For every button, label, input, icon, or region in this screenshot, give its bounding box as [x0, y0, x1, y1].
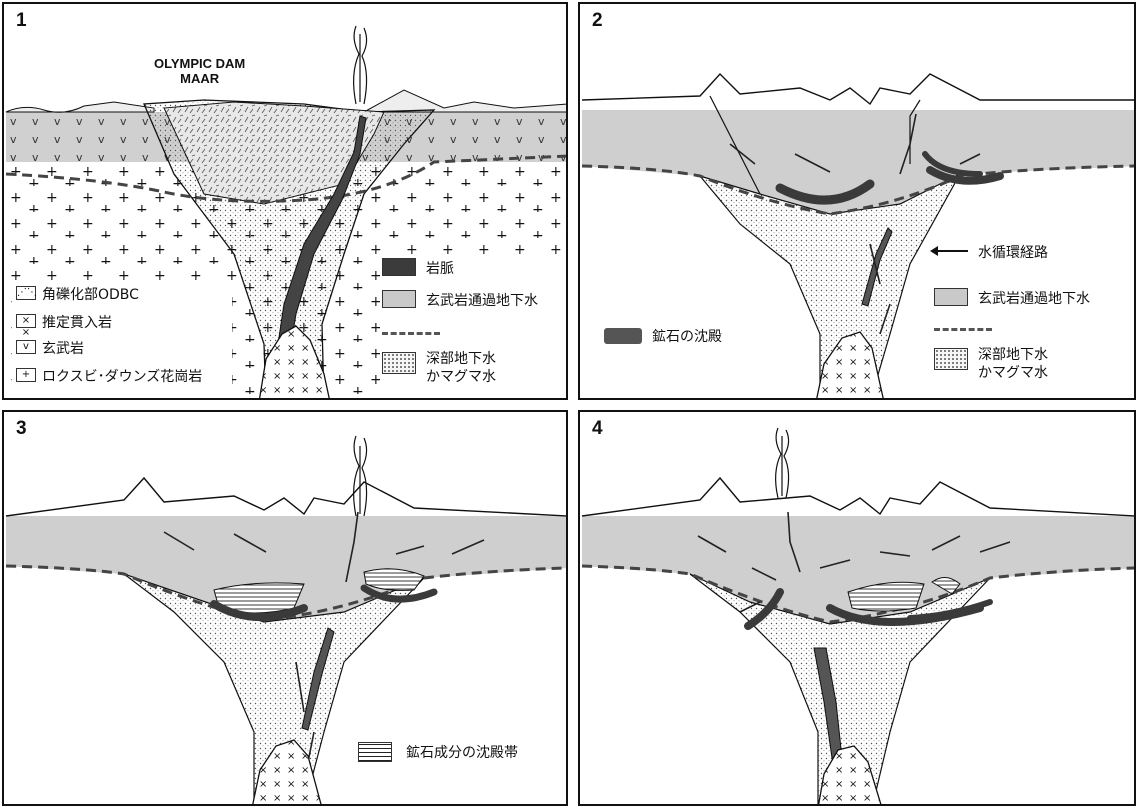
panel-number: 3 [16, 418, 27, 440]
surface-line [582, 478, 1136, 516]
arrow-swatch [930, 244, 970, 258]
ore-swatch [604, 328, 642, 344]
legend-ore-precipitation: 鉱石の沈殿 [652, 326, 722, 346]
legend-intrusion: 推定貫入岩 [42, 312, 112, 332]
dashed-swatch [382, 332, 440, 335]
eruption-plume [354, 26, 367, 104]
panel-2: × 2 水循環経路 玄武岩通過地下水 深部地下水 かマグマ水 [578, 2, 1136, 400]
dashed-swatch [934, 328, 992, 331]
panel-number: 1 [16, 10, 27, 32]
legend-basalt-groundwater: 玄武岩通過地下水 [978, 288, 1090, 308]
legend-dyke: 岩脈 [426, 258, 454, 278]
maar-title-line1: OLYMPIC DAM [154, 56, 245, 71]
basalt-swatch: v [16, 340, 36, 354]
panel-number: 4 [592, 418, 603, 440]
basalt-water-swatch [382, 290, 416, 308]
legend-breccia: 角礫化部ODBC [42, 284, 139, 304]
maar-title-line2: MAAR [154, 71, 245, 86]
breccia-swatch: ⋰⋱ [16, 286, 36, 300]
panel-1: v ++ × 1 OLYMPIC DAM MAAR ⋰⋱ 角礫化部ODBC × … [2, 2, 568, 400]
basalt-groundwater-layer [582, 110, 1136, 214]
legend-basalt-groundwater: 玄武岩通過地下水 [426, 290, 538, 310]
legend-right: 岩脈 玄武岩通過地下水 深部地下水 かマグマ水 [380, 256, 566, 396]
legend-panel2: 水循環経路 玄武岩通過地下水 深部地下水 かマグマ水 [910, 240, 1136, 390]
deep-water-swatch [934, 348, 968, 370]
surface-line [6, 102, 154, 112]
surface-line [6, 478, 568, 516]
legend-deep-water-1: 深部地下水 [426, 348, 496, 368]
legend-deep-water-1: 深部地下水 [978, 344, 1048, 364]
legend-ore-zone: 鉱石成分の沈殿帯 [406, 742, 518, 762]
dyke-swatch [382, 258, 416, 276]
legend-circulation: 水循環経路 [978, 242, 1048, 262]
panel-4-diagram: × [580, 412, 1136, 806]
legend-deep-water-2: かマグマ水 [426, 366, 496, 386]
eruption-plume [776, 428, 789, 498]
intrusion-swatch: × × [16, 314, 36, 328]
eruption-plume [354, 436, 367, 516]
legend-deep-water-2: かマグマ水 [978, 362, 1048, 382]
basalt-water-swatch [934, 288, 968, 306]
panel-4: × 4 [578, 410, 1136, 806]
legend-granite: ロクスビ･ダウンズ花崗岩 [42, 366, 202, 386]
granite-swatch: + [16, 368, 36, 382]
legend-basalt: 玄武岩 [42, 338, 84, 358]
deep-water-swatch [382, 352, 416, 374]
panel-3: × 3 鉱石成分の沈殿帯 [2, 410, 568, 806]
surface-line [582, 74, 1136, 104]
ore-zone-swatch [358, 742, 392, 762]
panel-number: 2 [592, 10, 603, 32]
legend-left: ⋰⋱ 角礫化部ODBC × × 推定貫入岩 v 玄武岩 + ロクスビ･ダウンズ花… [12, 282, 232, 394]
maar-title: OLYMPIC DAM MAAR [154, 56, 245, 86]
